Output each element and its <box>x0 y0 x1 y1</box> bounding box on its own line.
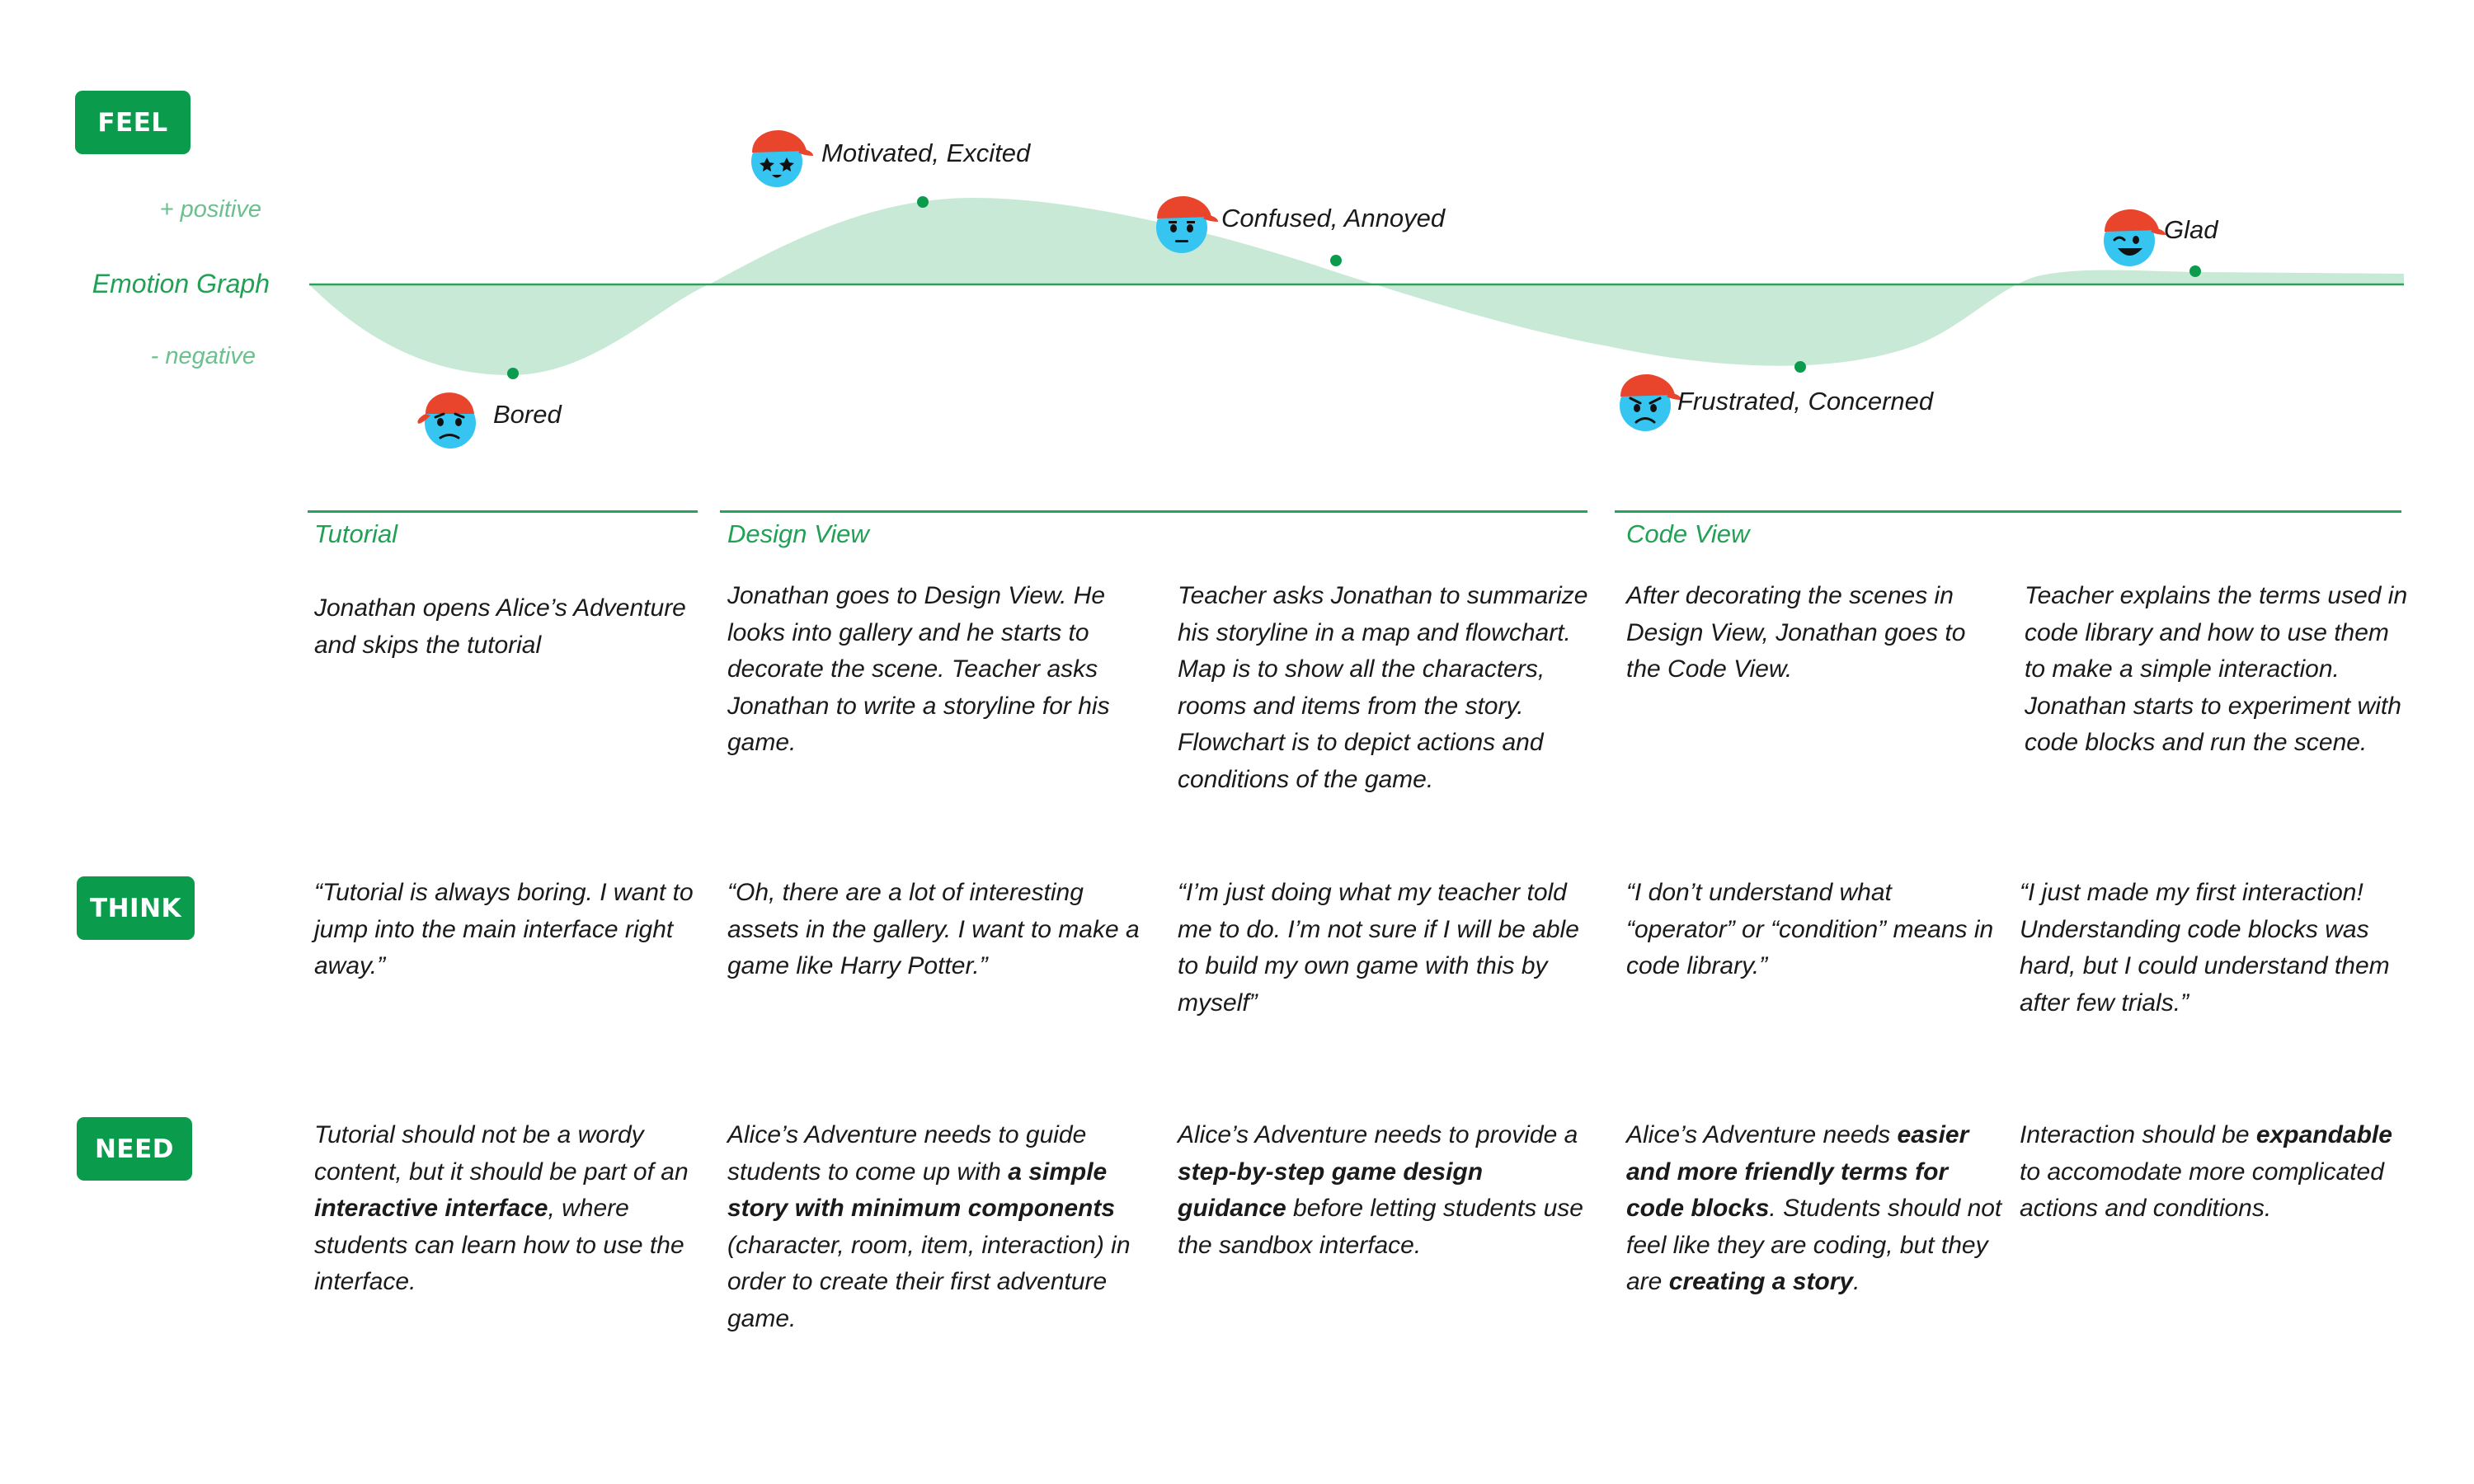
emotion-point-bored <box>507 368 519 379</box>
emotion-point-glad <box>2189 265 2201 277</box>
emotion-point-frustrated <box>1794 361 1806 373</box>
think-cell-5: “I just made my first interaction! Under… <box>2020 879 2390 1017</box>
emotion-label-frustrated: Frustrated, Concerned <box>1677 387 1934 416</box>
feel-badge: FEEL <box>75 91 190 154</box>
need-emphasis: interactive interface <box>314 1195 548 1222</box>
need-emphasis: easier and more friendly terms for code … <box>1626 1121 1969 1222</box>
phase-title-tutorial: Tutorial <box>314 519 398 548</box>
need-emphasis: expandable <box>2255 1121 2392 1148</box>
emotion-graph-label: Emotion Graph <box>92 269 270 298</box>
phase-title-code-view: Code View <box>1626 519 1750 548</box>
negative-axis-label: - negative <box>150 343 256 369</box>
need-emphasis: a simple story with minimum components <box>727 1158 1116 1223</box>
think-cell-2: “Oh, there are a lot of interesting asse… <box>727 879 1140 979</box>
think-cell-3: “I’m just doing what my teacher told me … <box>1178 879 1579 1017</box>
emotion-label-bored: Bored <box>493 400 562 429</box>
phase-line-design-view <box>720 510 1587 513</box>
emotion-point-confused <box>1330 255 1342 266</box>
need-text: . <box>1853 1268 1860 1295</box>
need-cell-4: Alice’s Adventure needs easier and more … <box>1626 1117 2006 1301</box>
doing-cell-3: Teacher asks Jonathan to summarize his s… <box>1178 582 1588 793</box>
need-emphasis: creating a story <box>1668 1268 1854 1295</box>
need-cell-1: Tutorial should not be a wordy content, … <box>314 1117 702 1301</box>
think-cell-4: “I don’t understand what “operator” or “… <box>1626 879 1994 979</box>
emotion-label-glad: Glad <box>2164 215 2218 244</box>
think-cell-1: “Tutorial is always boring. I want to ju… <box>314 879 694 979</box>
phase-line-tutorial <box>308 510 698 513</box>
need-text: . Students should not feel like they are… <box>1626 1195 2002 1295</box>
emotion-point-motivated <box>917 196 929 208</box>
frustrated-face-icon <box>1620 374 1681 431</box>
emotion-graph <box>309 196 2404 379</box>
need-badge: NEED <box>77 1117 192 1181</box>
need-text: Interaction should be <box>2020 1121 2256 1148</box>
need-cell-3: Alice’s Adventure needs to provide a ste… <box>1178 1117 1594 1264</box>
emotion-label-confused: Confused, Annoyed <box>1221 204 1446 232</box>
glad-face-icon <box>2104 209 2166 266</box>
doing-cell-5: Teacher explains the terms used in code … <box>2025 582 2408 756</box>
need-text: before letting students use the sandbox … <box>1178 1195 1583 1259</box>
doing-cell-2: Jonathan goes to Design View. He looks i… <box>727 582 1110 756</box>
phase-title-design-view: Design View <box>727 519 869 548</box>
need-text: Alice’s Adventure needs to guide student… <box>727 1121 1087 1186</box>
emotion-curve-area <box>309 198 2404 375</box>
excited-face-icon <box>751 130 813 187</box>
need-text: , where students can learn how to use th… <box>314 1195 684 1295</box>
phase-line-code-view <box>1615 510 2401 513</box>
need-cell-5: Interaction should be expandable to acco… <box>2020 1117 2403 1228</box>
doing-cell-4: After decorating the scenes in Design Vi… <box>1626 582 1966 683</box>
confused-face-icon <box>1156 196 1218 253</box>
need-text: Alice’s Adventure needs <box>1626 1121 1898 1148</box>
need-emphasis: step-by-step game design guidance <box>1178 1158 1484 1223</box>
think-badge: THINK <box>77 876 195 940</box>
positive-axis-label: + positive <box>159 196 261 223</box>
bored-face-icon <box>417 392 476 448</box>
need-text: Tutorial should not be a wordy content, … <box>314 1121 689 1186</box>
need-text: to accomodate more complicated actions a… <box>2020 1158 2384 1223</box>
need-text: Alice’s Adventure needs to provide a <box>1178 1121 1578 1148</box>
need-cell-2: Alice’s Adventure needs to guide student… <box>727 1117 1150 1337</box>
emotion-label-motivated: Motivated, Excited <box>821 139 1031 167</box>
need-text: (character, room, item, interaction) in … <box>727 1231 1131 1332</box>
doing-cell-1: Jonathan opens Alice’s Adventure and ski… <box>314 594 686 659</box>
